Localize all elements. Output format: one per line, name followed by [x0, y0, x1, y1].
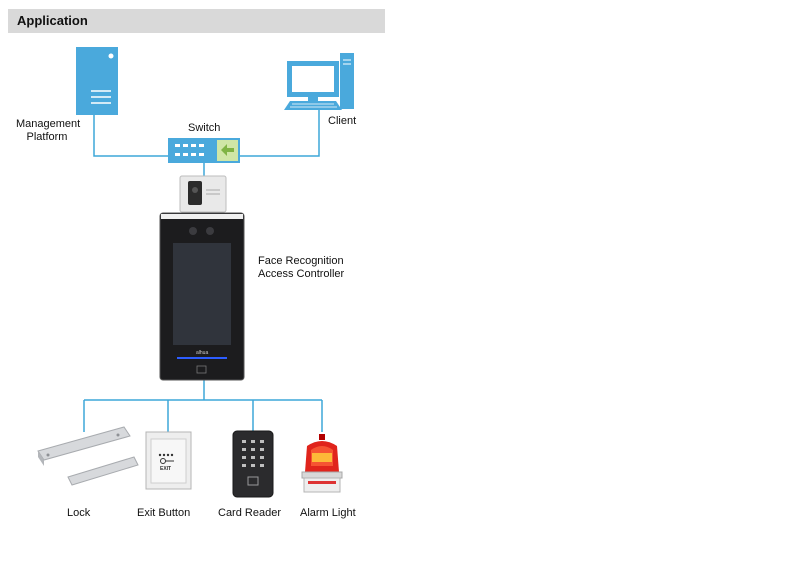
client-label: Client	[328, 115, 357, 127]
exit-button-icon	[145, 431, 192, 490]
controller-label: Face Recognition Access Controller	[258, 255, 344, 281]
card-reader-label: Card Reader	[218, 507, 281, 519]
magnetic-lock-icon	[37, 426, 139, 486]
controller-label-line1: Face Recognition	[258, 255, 344, 267]
svg-text:alhua: alhua	[196, 350, 208, 356]
face-recognition-terminal-icon: alhua	[159, 212, 245, 381]
section-title: Application	[17, 13, 88, 28]
connector-lines	[83, 110, 323, 432]
lock-label: Lock	[67, 507, 91, 519]
switch-label: Switch	[188, 122, 221, 134]
camera-module-icon	[179, 175, 227, 213]
alarm-light-label: Alarm Light	[300, 507, 356, 519]
exit-button-label: Exit Button	[137, 507, 191, 519]
management-platform-label: Management Platform	[16, 118, 81, 144]
network-switch-icon	[168, 138, 240, 163]
server-icon	[76, 47, 118, 115]
section-header: Application	[8, 9, 385, 33]
desktop-computer-icon	[284, 53, 354, 110]
exit-plate-text: EXIT	[160, 466, 171, 472]
line-platform-to-switch	[93, 114, 168, 157]
alarm-light-icon	[301, 434, 343, 493]
controller-label-line2: Access Controller	[258, 268, 345, 280]
management-platform-label-line2: Platform	[26, 131, 68, 143]
management-platform-label-line1: Management	[16, 118, 81, 130]
line-client-to-switch	[240, 110, 320, 157]
card-reader-icon	[232, 430, 274, 498]
